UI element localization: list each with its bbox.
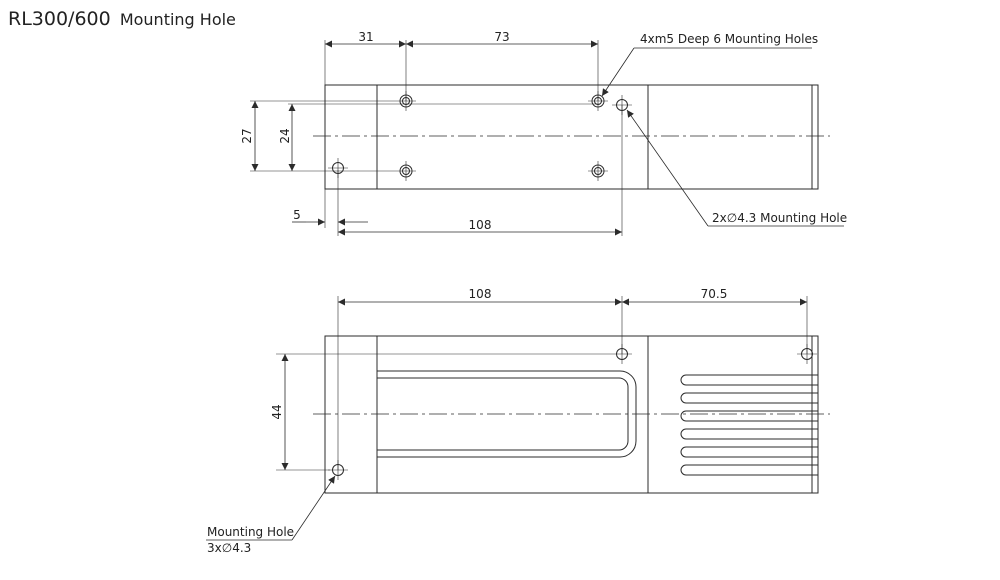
bottom-view-labels: 108 70.5 44 Mounting Hole 3x∅4.3 (207, 287, 727, 555)
bottom-view (206, 296, 830, 541)
dim-label-24: 24 (278, 128, 292, 143)
threaded-hole (588, 91, 608, 111)
threaded-hole (396, 91, 416, 111)
dim-label-31: 31 (358, 30, 373, 44)
top-view-labels: 31 73 27 24 5 108 4xm5 Deep 6 Mounting H… (240, 30, 847, 232)
model-name: RL300/600 (8, 8, 111, 30)
through-hole (328, 158, 348, 178)
threaded-hole (396, 161, 416, 181)
top-view (250, 40, 844, 236)
title-caption: Mounting Hole (119, 10, 236, 29)
through-hole (328, 460, 348, 480)
dim-label-108: 108 (469, 218, 492, 232)
callout-through-holes: 2x∅4.3 Mounting Hole (712, 211, 847, 225)
top-body-outline (324, 84, 819, 190)
dim-label-108-bottom: 108 (469, 287, 492, 301)
through-hole (612, 344, 632, 364)
channel-slot (377, 370, 637, 458)
dim-label-5: 5 (293, 208, 301, 222)
leader-bottom-hole (291, 475, 336, 541)
dim-label-70-5: 70.5 (701, 287, 728, 301)
through-hole (797, 344, 817, 364)
dim-label-44: 44 (270, 404, 284, 419)
dim-label-73: 73 (494, 30, 509, 44)
channel-slot-inner (377, 377, 629, 451)
cooling-fins (680, 374, 818, 476)
callout-mounting-hole: Mounting Hole (207, 525, 294, 539)
through-hole (612, 95, 632, 115)
callout-threaded-holes: 4xm5 Deep 6 Mounting Holes (640, 32, 818, 46)
drawing-title: RL300/600 Mounting Hole (8, 8, 236, 30)
leader-through (626, 109, 709, 227)
bottom-body-outline (324, 335, 819, 494)
dim-label-27: 27 (240, 128, 254, 143)
leader-threaded (601, 47, 635, 97)
threaded-hole (588, 161, 608, 181)
callout-mounting-hole-spec: 3x∅4.3 (207, 541, 251, 555)
